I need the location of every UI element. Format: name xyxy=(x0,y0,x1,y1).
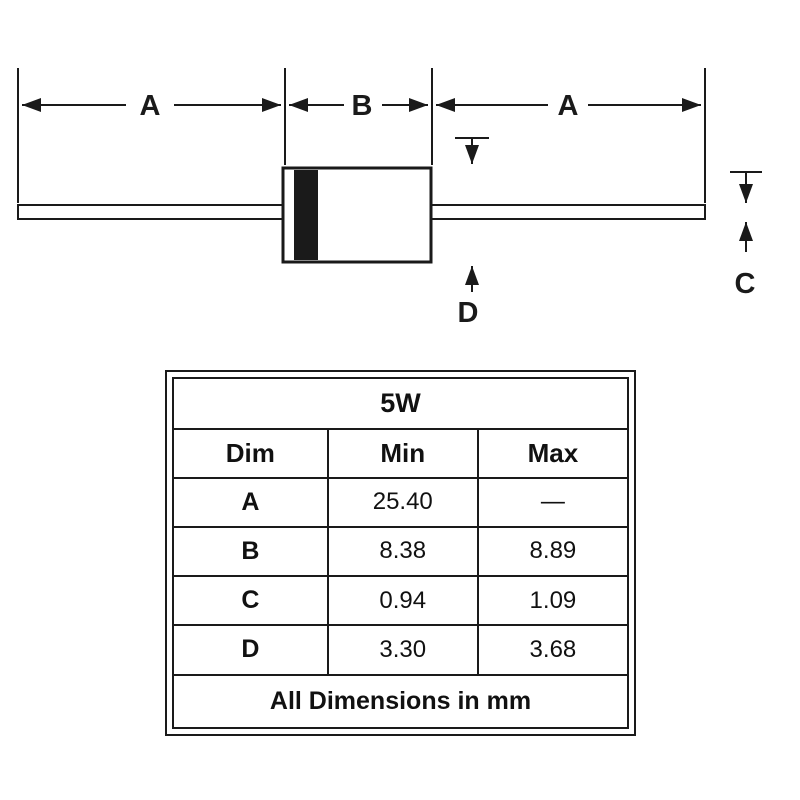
table-header-row: Dim Min Max xyxy=(172,428,630,479)
cell-max: 1.09 xyxy=(476,575,630,627)
column-header-min: Min xyxy=(326,428,479,479)
dim-label-b: B xyxy=(352,90,373,122)
dim-label-c: C xyxy=(735,268,756,300)
table-row-a: A 25.40 — xyxy=(172,476,630,528)
dimension-table: 5W Dim Min Max A 25.40 — B 8.38 8.89 xyxy=(172,376,630,730)
cell-dim: B xyxy=(172,525,329,578)
cell-dim: C xyxy=(172,575,329,627)
table-row-b: B 8.38 8.89 xyxy=(172,525,630,578)
table-footer-row: All Dimensions in mm xyxy=(172,673,629,730)
table-title-row: 5W xyxy=(172,376,629,431)
table-row-c: C 0.94 1.09 xyxy=(172,575,630,627)
dimension-table-frame: 5W Dim Min Max A 25.40 — B 8.38 8.89 xyxy=(165,370,636,736)
dim-label-a-left: A xyxy=(140,90,161,122)
column-header-max: Max xyxy=(476,428,630,479)
column-header-dim: Dim xyxy=(172,428,329,479)
cell-max: — xyxy=(476,476,630,528)
cell-min: 3.30 xyxy=(326,624,479,676)
table-row-d: D 3.30 3.68 xyxy=(172,624,630,676)
cell-dim: A xyxy=(172,476,329,528)
cathode-band xyxy=(294,170,318,260)
dim-label-a-right: A xyxy=(558,90,579,122)
cell-max: 3.68 xyxy=(476,624,630,676)
cell-min: 25.40 xyxy=(326,476,479,528)
dim-label-d: D xyxy=(458,297,479,329)
diode-dimension-diagram: A B A D C xyxy=(17,68,762,329)
table-footer: All Dimensions in mm xyxy=(172,673,629,730)
cell-max: 8.89 xyxy=(476,525,630,578)
cell-min: 0.94 xyxy=(326,575,479,627)
cell-dim: D xyxy=(172,624,329,676)
table-title: 5W xyxy=(172,376,629,431)
cell-min: 8.38 xyxy=(326,525,479,578)
